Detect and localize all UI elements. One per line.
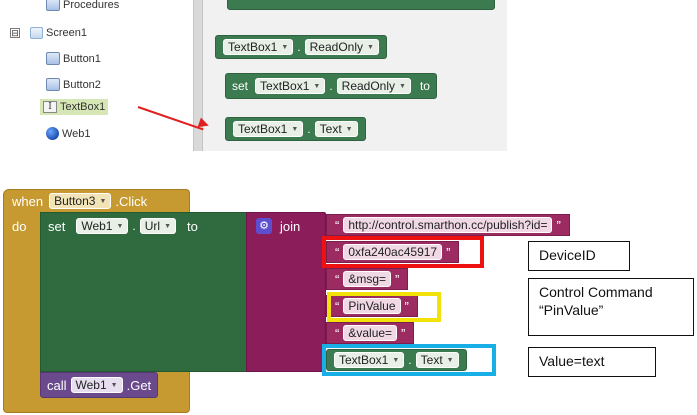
do-keyword: do — [12, 219, 27, 234]
note-line: “PinValue” — [539, 302, 604, 318]
string-value-url[interactable]: http://control.smarthon.cc/publish?id= — [343, 217, 553, 233]
to-keyword: to — [419, 79, 430, 93]
panel-splitter[interactable] — [193, 0, 203, 151]
string-block-msg[interactable]: “&msg=” — [326, 268, 409, 290]
dropdown-caret-icon: ▼ — [367, 43, 374, 51]
tree-item-label: Screen1 — [46, 27, 87, 39]
dropdown-caret-icon: ▼ — [116, 222, 124, 230]
dropdown-caret-icon: ▼ — [446, 356, 454, 364]
web-globe-icon — [46, 127, 59, 140]
textbox-readonly-getter-block[interactable]: TextBox1▼ . ReadOnly▼ — [215, 35, 387, 59]
dropdown-caret-icon: ▼ — [313, 82, 321, 90]
component-dropdown[interactable]: Web1▼ — [76, 218, 129, 234]
note-control-command: Control Command “PinValue” — [528, 278, 694, 336]
clipped-block-top[interactable] — [227, 0, 495, 10]
set-web1-url-block[interactable] — [40, 212, 250, 372]
screen-icon — [30, 27, 43, 39]
dropdown-caret-icon: ▼ — [399, 82, 406, 90]
when-keyword: when — [12, 193, 44, 209]
event-header: when Button3▼ .Click — [12, 193, 147, 209]
tree-item-procedures[interactable]: Procedures — [46, 0, 119, 11]
string-block-value[interactable]: “&value=” — [326, 322, 415, 344]
note-value-text: Value=text — [528, 347, 656, 377]
join-keyword: join — [280, 218, 301, 234]
textbox-value-highlight — [322, 344, 496, 376]
string-block-pin[interactable]: “PinValue” — [326, 295, 418, 317]
property-dropdown[interactable]: Text▼ — [314, 121, 358, 137]
components-tree: Procedures ⊟ Screen1 Button1 Button2 I T… — [0, 0, 193, 151]
to-keyword: to — [187, 218, 198, 234]
property-dropdown[interactable]: ReadOnly▼ — [336, 78, 411, 94]
property-dropdown[interactable]: ReadOnly▼ — [304, 39, 379, 55]
string-block-url[interactable]: “http://control.smarthon.cc/publish?id=” — [326, 214, 570, 236]
dropdown-caret-icon: ▼ — [291, 125, 299, 133]
collapse-toggle-icon[interactable]: ⊟ — [10, 28, 20, 38]
blocks-drawer: TextBox1▼ . ReadOnly▼ set TextBox1▼ . Re… — [203, 0, 507, 151]
pin-value-highlight — [327, 292, 441, 322]
tree-item-button2[interactable]: Button2 — [46, 78, 101, 91]
component-dropdown[interactable]: TextBox1▼ — [334, 352, 405, 368]
tree-item-label: Button2 — [63, 78, 101, 91]
string-value-pin[interactable]: PinValue — [343, 298, 401, 314]
component-dropdown[interactable]: TextBox1▼ — [255, 78, 326, 94]
join-header: ⚙ join — [256, 218, 300, 234]
set-keyword: set — [232, 79, 249, 93]
procedures-icon — [46, 0, 60, 11]
textbox-text-getter-block[interactable]: TextBox1▼ . Text▼ — [225, 117, 366, 141]
dropdown-caret-icon: ▼ — [110, 381, 118, 389]
component-dropdown[interactable]: TextBox1▼ — [223, 39, 294, 55]
note-device-id: DeviceID — [528, 241, 630, 271]
dropdown-caret-icon: ▼ — [345, 125, 353, 133]
tree-item-label: TextBox1 — [60, 101, 106, 113]
device-id-highlight — [322, 236, 484, 268]
textbox-icon: I — [43, 101, 57, 113]
string-value-device-id[interactable]: 0xfa240ac45917 — [343, 244, 443, 260]
set-textbox-readonly-block[interactable]: set TextBox1▼ . ReadOnly▼ to — [225, 73, 437, 99]
component-dropdown[interactable]: TextBox1▼ — [233, 121, 304, 137]
set-keyword: set — [48, 218, 66, 234]
note-line: Control Command — [539, 284, 653, 300]
button-dropdown[interactable]: Button3▼ — [49, 193, 112, 209]
tree-item-web1[interactable]: Web1 — [46, 127, 91, 140]
button-icon — [46, 52, 60, 65]
tree-item-textbox1[interactable]: I TextBox1 — [40, 99, 109, 115]
set-web1-url-header: set Web1▼ . Url▼ to — [48, 218, 198, 234]
property-dropdown[interactable]: Url▼ — [139, 218, 177, 234]
tree-item-label: Web1 — [62, 127, 91, 140]
dropdown-caret-icon: ▼ — [392, 356, 400, 364]
tree-item-label: Procedures — [63, 0, 120, 11]
string-block-device-id[interactable]: “0xfa240ac45917” — [326, 241, 460, 263]
tree-item-label: Button1 — [63, 52, 101, 65]
call-web1-get-block[interactable]: call Web1▼ .Get — [40, 372, 159, 398]
join-block[interactable] — [246, 212, 326, 372]
string-value-msg[interactable]: &msg= — [343, 271, 392, 287]
dropdown-caret-icon: ▼ — [99, 197, 107, 205]
get-method-label: .Get — [126, 377, 152, 393]
button-icon — [46, 78, 60, 91]
component-dropdown[interactable]: Web1▼ — [70, 377, 123, 393]
dropdown-caret-icon: ▼ — [164, 222, 172, 230]
tree-item-button1[interactable]: Button1 — [46, 52, 101, 65]
property-dropdown[interactable]: Text▼ — [415, 352, 459, 368]
string-value-value[interactable]: &value= — [343, 325, 398, 341]
gear-icon[interactable]: ⚙ — [256, 218, 272, 234]
tree-item-screen1[interactable]: Screen1 — [30, 27, 87, 39]
call-keyword: call — [47, 377, 67, 393]
textbox1-text-getter-block[interactable]: TextBox1▼ . Text▼ — [326, 349, 467, 371]
click-event-label: .Click — [115, 193, 148, 209]
dropdown-caret-icon: ▼ — [281, 43, 289, 51]
